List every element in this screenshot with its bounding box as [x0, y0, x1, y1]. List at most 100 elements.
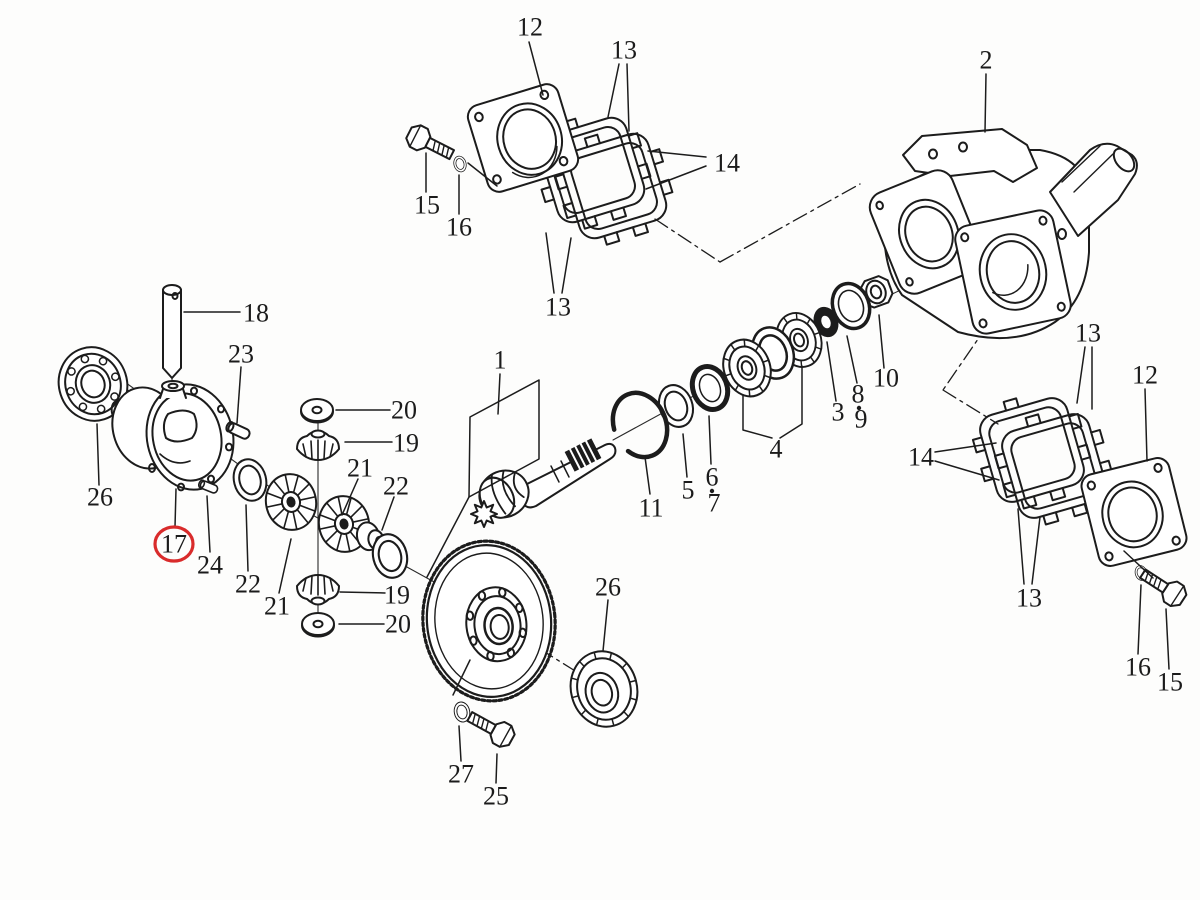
leader-line [1137, 584, 1142, 655]
leader-line [528, 41, 544, 96]
leader-bracket [779, 365, 803, 439]
leader-line [934, 460, 1000, 481]
leader-line [561, 237, 572, 294]
leader-line [645, 165, 707, 190]
label-dot [709, 488, 715, 494]
part-label-17: 17 [161, 530, 187, 559]
part-label-27: 27 [448, 760, 474, 789]
highlight-circle-17 [153, 525, 195, 563]
part-label-26: 26 [87, 483, 113, 512]
part-label-19: 19 [393, 429, 419, 458]
part-label-21: 21 [264, 592, 290, 621]
part-label-12: 12 [1132, 361, 1158, 390]
part-label-25: 25 [483, 782, 509, 811]
part-label-7: 7 [708, 489, 721, 518]
part-label-26: 26 [595, 573, 621, 602]
part-label-8: 8 [852, 380, 865, 409]
part-label-20: 20 [391, 396, 417, 425]
part-20-thrust-washer-top [300, 398, 334, 424]
leader-line [545, 232, 555, 294]
part-11-snap-ring [610, 390, 670, 460]
part-label-13: 13 [1016, 584, 1042, 613]
part-label-2: 2 [980, 46, 993, 75]
assembly-connector-line [719, 183, 861, 263]
part-label-4: 4 [770, 435, 783, 464]
part-12-bearing-cap-top [466, 83, 580, 193]
leader-line [826, 341, 837, 402]
part-label-24: 24 [197, 551, 223, 580]
part-label-13: 13 [1075, 319, 1101, 348]
part-label-23: 23 [228, 340, 254, 369]
leader-line [1123, 550, 1154, 579]
leader-line [206, 495, 211, 553]
leader-line [934, 442, 997, 453]
leader-line [497, 373, 501, 415]
leader-lines [96, 41, 1170, 784]
leader-line [339, 591, 386, 594]
part-label-22: 22 [235, 570, 261, 599]
leader-line [452, 659, 471, 696]
part-label-10: 10 [873, 364, 899, 393]
assembly-connector-line [942, 389, 999, 425]
part-label-18: 18 [243, 299, 269, 328]
part-label-21: 21 [347, 454, 373, 483]
leader-line [236, 366, 242, 424]
part-8-9-washer-oring [830, 281, 872, 331]
part-label-16: 16 [446, 213, 472, 242]
part-label-16: 16 [1125, 653, 1151, 682]
leader-line [708, 415, 712, 465]
leader-bracket [426, 496, 470, 578]
part-ring-gear [421, 539, 557, 703]
leader-line [1017, 508, 1025, 585]
part-label-3: 3 [832, 398, 845, 427]
leader-line [626, 63, 630, 132]
leader-line [647, 150, 707, 158]
part-label-9: 9 [855, 405, 868, 434]
leader-line [602, 599, 609, 652]
assembly-connector-line [654, 218, 721, 263]
label-dot [856, 405, 862, 411]
part-label-19: 19 [384, 581, 410, 610]
leader-line [467, 162, 498, 187]
leader-line [96, 423, 100, 486]
part-label-20: 20 [385, 610, 411, 639]
part-1-drive-pinion [470, 438, 617, 528]
part-label-13: 13 [611, 36, 637, 65]
part-20-thrust-washer-bottom [301, 612, 335, 638]
part-12-bearing-cap-right [1080, 457, 1188, 567]
part-label-1: 1 [494, 346, 507, 375]
part-label-11: 11 [638, 494, 663, 523]
part-18-spider-shaft [162, 284, 182, 379]
leader-line [682, 433, 688, 478]
leader-line [846, 335, 858, 384]
part-label-14: 14 [714, 149, 740, 178]
leader-line [245, 504, 249, 572]
leader-line [1076, 346, 1086, 404]
leader-line [984, 73, 987, 133]
leader-line [341, 478, 359, 516]
leader-line [878, 314, 885, 369]
part-3-spacer [813, 306, 839, 338]
part-label-15: 15 [414, 191, 440, 220]
leader-line [644, 456, 651, 495]
leader-line [174, 488, 177, 528]
part-label-6: 6 [706, 463, 719, 492]
leader-line [607, 63, 620, 118]
leader-line [495, 753, 498, 784]
part-label-22: 22 [383, 472, 409, 501]
part-2-final-drive-case [868, 128, 1138, 340]
leader-bracket [742, 394, 773, 439]
part-6-7-collapsible-spacer [689, 364, 731, 412]
leader-line [381, 496, 395, 531]
part-label-15: 15 [1157, 668, 1183, 697]
leader-line [278, 538, 292, 594]
part-label-13: 13 [545, 293, 571, 322]
part-label-14: 14 [908, 443, 934, 472]
leader-line [1031, 516, 1041, 585]
leader-line [1165, 608, 1170, 670]
leader-line [1144, 388, 1148, 462]
leader-line [458, 725, 462, 762]
